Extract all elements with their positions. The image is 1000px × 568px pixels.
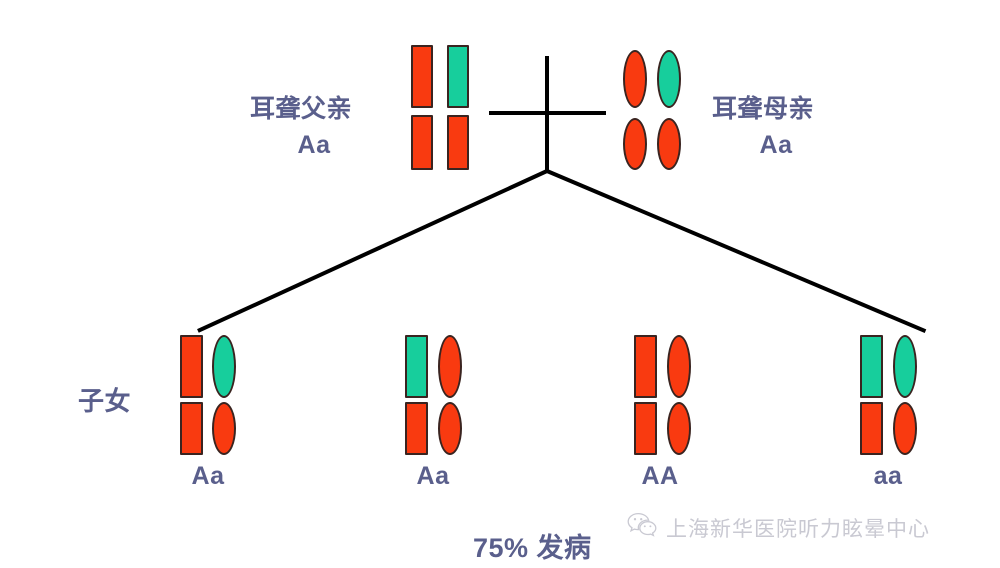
father-chromosome-top-left: [411, 45, 433, 108]
child-1-chromosome-top-left: [180, 335, 203, 398]
father-chromosome-top-right: [447, 45, 469, 108]
offspring-row-label: 子女: [78, 386, 132, 416]
child-1-chromosome-top-right: [212, 335, 236, 398]
child-3-chromosome-bottom-right: [667, 402, 691, 455]
child-2-chromosome-bottom-left: [405, 402, 428, 455]
child-4-chromosome-top-right: [893, 335, 917, 398]
child-3-genotype-label: AA: [641, 462, 679, 490]
mother-chromosome-bottom-right: [657, 118, 681, 170]
mother-genotype-label: Aa: [759, 131, 793, 159]
risk-percentage-label: 75% 发病: [473, 533, 592, 563]
child-2-chromosome-top-right: [438, 335, 462, 398]
father-chromosome-bottom-right: [447, 115, 469, 170]
child-4-genotype-label: aa: [873, 462, 903, 490]
child-1-chromosome-bottom-left: [180, 402, 203, 455]
father-name-label: 耳聋父亲: [250, 95, 353, 123]
child-2-chromosome-top-left: [405, 335, 428, 398]
mother-chromosome-top-right: [657, 50, 681, 108]
child-2-chromosome-bottom-right: [438, 402, 462, 455]
child-1-genotype-label: Aa: [191, 462, 225, 490]
father-genotype-label: Aa: [297, 131, 331, 159]
mother-name-label: 耳聋母亲: [712, 95, 815, 123]
father-chromosome-bottom-left: [411, 115, 433, 170]
child-3-chromosome-top-left: [634, 335, 657, 398]
descent-line-left: [197, 169, 548, 333]
child-4-chromosome-top-left: [860, 335, 883, 398]
child-3-chromosome-bottom-left: [634, 402, 657, 455]
cross-vertical-line: [545, 56, 549, 171]
child-4-chromosome-bottom-left: [860, 402, 883, 455]
mother-chromosome-bottom-left: [623, 118, 647, 170]
mother-chromosome-top-left: [623, 50, 647, 108]
watermark: 上海新华医院听力眩晕中心: [627, 512, 930, 543]
child-2-genotype-label: Aa: [416, 462, 450, 490]
child-4-chromosome-bottom-right: [893, 402, 917, 455]
child-3-chromosome-top-right: [667, 335, 691, 398]
child-1-chromosome-bottom-right: [212, 402, 236, 455]
wechat-icon: [627, 512, 657, 543]
watermark-text: 上海新华医院听力眩晕中心: [666, 517, 930, 541]
descent-line-right: [546, 169, 927, 334]
